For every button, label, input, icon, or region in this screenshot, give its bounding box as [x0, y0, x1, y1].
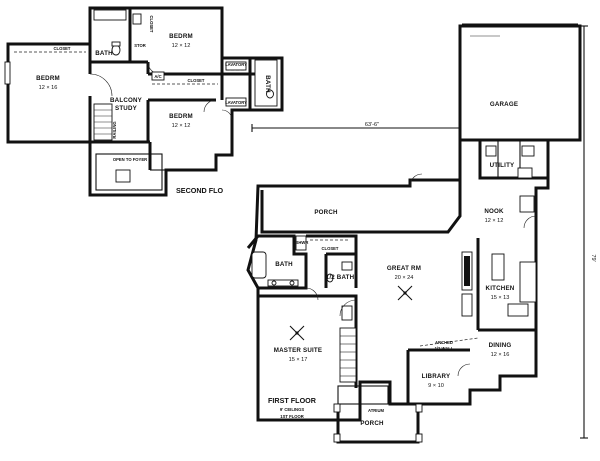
nook-window-icon	[519, 195, 535, 213]
washer-icon	[485, 145, 497, 157]
lavatory-bottom-label: LAVATORY	[225, 100, 247, 105]
half-bath-label: 1/2 BATH	[326, 274, 355, 281]
width-dimension-label: 63'-6"	[365, 122, 379, 128]
nook-size: 12 × 12	[485, 218, 504, 224]
bath-walls	[90, 8, 148, 64]
utility-label: UTILITY	[490, 162, 515, 169]
balcony-line2: STUDY	[115, 105, 138, 112]
shower-label: SHWR	[296, 240, 309, 245]
stor-label: STOR	[134, 43, 146, 48]
second-floor-outline	[6, 6, 284, 197]
first-floor-plan: GARAGE 63'-6" 79' UTILITY PORCH NOOK 12 …	[246, 23, 596, 444]
bedroom-right-name: BEDRM	[169, 113, 193, 120]
bath-right-label: BATH	[264, 75, 271, 93]
lavatory-top-icon	[225, 61, 247, 71]
dining-name: DINING	[489, 342, 512, 349]
garage-outline	[458, 24, 582, 142]
bedroom-left-name: BEDRM	[36, 75, 60, 82]
second-floor-plan: BEDRM 12 × 16 CLOSET BATH STOR CLOSET BE…	[4, 6, 284, 197]
arched-wall-line2: 1/2 WALL	[435, 346, 454, 351]
nook-name: NOOK	[484, 208, 504, 215]
door-swing	[89, 73, 113, 97]
bathtub-icon	[93, 9, 127, 21]
ac-label: A/C	[154, 74, 161, 79]
arched-wall-line1: ARCHED	[435, 340, 453, 345]
study-wall	[90, 140, 152, 170]
kitchen-name: KITCHEN	[486, 285, 515, 292]
ceiling-fan-icon	[289, 325, 305, 341]
ac-box	[151, 71, 165, 81]
master-suite-size: 15 × 17	[289, 357, 308, 363]
bedroom-left-size: 12 × 16	[39, 85, 58, 91]
kitchen-counter-icon	[519, 261, 537, 303]
open-to-foyer-label: OPEN TO FOYER	[113, 157, 147, 162]
bedroom-top-name: BEDRM	[169, 33, 193, 40]
balcony-line1: BALCONY	[110, 97, 143, 104]
utility-outline	[480, 138, 550, 178]
closet-walls	[220, 58, 260, 100]
great-room-size: 20 × 24	[395, 275, 414, 281]
library-wall	[406, 348, 470, 404]
toilet-icon	[111, 44, 121, 56]
open-to-foyer-box	[95, 153, 163, 191]
first-floor-note: 1ST FLOOR	[280, 414, 304, 419]
library-name: LIBRARY	[422, 373, 451, 380]
porch-top-outline	[260, 180, 462, 234]
porch-bottom-label: PORCH	[360, 420, 384, 427]
closet-left-label: CLOSET	[54, 46, 71, 51]
shower-icon	[295, 235, 307, 251]
media-cabinet-icon	[461, 293, 473, 317]
master-suite-name: MASTER SUITE	[274, 347, 322, 354]
master-bath-label: BATH	[275, 261, 293, 268]
railing-label: RAILING	[112, 121, 117, 138]
atrium-label: ATRIUM	[368, 408, 384, 413]
porch-bottom-outline	[336, 404, 420, 444]
library-size: 9 × 10	[428, 383, 444, 389]
closet-outline	[306, 234, 358, 288]
kitchen-sink-icon	[507, 303, 529, 317]
stairs-icon	[339, 327, 357, 383]
dryer-icon	[521, 145, 535, 157]
first-floor-outline	[246, 138, 550, 422]
bedroom-right-size: 12 × 12	[172, 123, 191, 129]
door-swing	[339, 299, 357, 317]
bath-label: BATH	[95, 50, 113, 57]
lavatory-top-label: LAVATORY	[225, 62, 247, 67]
first-floor-label: FIRST FLOOR	[268, 396, 317, 405]
freezer-icon	[517, 167, 533, 179]
great-room-name: GREAT RM	[387, 265, 421, 272]
window-sash-left	[4, 61, 11, 85]
master-tub-icon	[251, 251, 267, 279]
atrium-box	[337, 385, 389, 405]
hall-closet-icon	[341, 305, 353, 321]
balcony-walls	[146, 98, 216, 142]
second-floor-label: SECOND FLO	[176, 186, 224, 195]
depth-dimension-label: 79'	[590, 254, 596, 261]
kitchen-size: 15 × 13	[491, 295, 510, 301]
stairs-up-icon	[93, 103, 113, 141]
half-bath-outline	[324, 252, 356, 288]
closet-label: CLOSET	[322, 246, 339, 251]
lavatory-bottom-icon	[225, 97, 247, 107]
master-vanity-icon	[267, 279, 299, 287]
foyer-fixture-icon	[115, 169, 131, 183]
sink-icon	[132, 13, 142, 25]
garage-label: GARAGE	[490, 101, 518, 108]
dining-size: 12 × 16	[491, 352, 510, 358]
ceiling-fan-icon	[397, 285, 413, 301]
closet-top-label: CLOSET	[149, 16, 154, 33]
closet-mid-label: CLOSET	[188, 78, 205, 83]
ceilings-note: 9' CEILINGS	[280, 407, 304, 412]
bedroom-top-size: 12 × 12	[172, 43, 191, 49]
kitchen-island-icon	[491, 253, 505, 281]
kitchen-wall	[476, 238, 536, 332]
porch-top-label: PORCH	[314, 209, 338, 216]
